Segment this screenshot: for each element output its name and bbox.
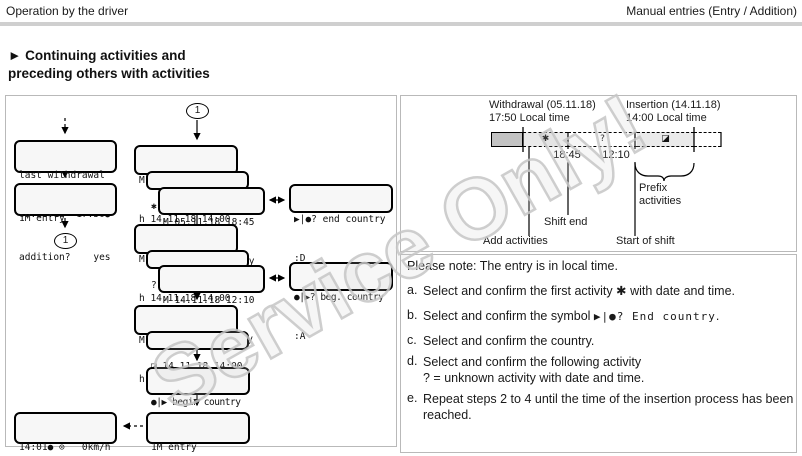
- bar-segment-unknown: ?: [568, 132, 637, 147]
- header-left: Operation by the driver: [6, 4, 129, 18]
- bar-segment-after-insertion: [694, 132, 721, 147]
- note-c-label: c.: [407, 333, 417, 347]
- insertion-label: Insertion (14.11.18) 14:00 Local time: [626, 99, 721, 124]
- section-heading-line1: Continuing activities and: [25, 48, 186, 63]
- notes-panel: Please note: The entry is in local time.…: [400, 254, 797, 453]
- timeline-panel: Withdrawal (05.11.18) 17:50 Local time I…: [400, 95, 797, 252]
- display-begin-country: ●|▶ begin country :D: [146, 367, 250, 447]
- display-entry-addition: 1M entry addition? yes: [14, 183, 117, 263]
- work-activity-icon: ✱: [616, 283, 627, 298]
- note-b-label: b.: [407, 308, 418, 322]
- add-activities-label: Add activities: [483, 235, 548, 247]
- display-end-country-prompt: M 05.11.18 18:45 ▶|●? end country: [158, 187, 265, 267]
- bar-segment-available: ◪: [637, 132, 694, 147]
- withdrawal-label: Withdrawal (05.11.18) 17:50 Local time: [489, 99, 596, 124]
- connector-circle-left: 1: [54, 233, 77, 249]
- display-side-end-country: ▶|●? end country :D: [289, 184, 393, 264]
- display-entry-confirm: 1M entry entry? yes: [146, 412, 250, 453]
- display-standard: 14:01● ⊙ 0km/h h▮ 123456.7km h: [14, 412, 117, 453]
- note-intro: Please note: The entry is in local time.: [407, 259, 618, 273]
- note-e-label: e.: [407, 391, 418, 405]
- unknown-activity-icon: ?: [600, 134, 605, 144]
- time-1210: 12:10: [602, 149, 630, 161]
- section-marker-icon: ►: [8, 48, 22, 63]
- flow-connectors: [61, 118, 286, 430]
- note-d-label: d.: [407, 354, 418, 368]
- prefix-activities-label: Prefix activities: [639, 182, 682, 207]
- time-1845: 18:45: [553, 149, 581, 161]
- display-available-1400: ◪ 14.11.18 14:00: [146, 331, 249, 372]
- note-d: Select and confirm the following activit…: [423, 355, 645, 385]
- shift-end-label: Shift end: [544, 216, 588, 228]
- note-b: Select and confirm the symbol ▶|●? End c…: [423, 309, 720, 323]
- note-a: Select and confirm the first activity ✱ …: [423, 283, 736, 298]
- note-a-label: a.: [407, 283, 418, 297]
- work-activity-icon: ✱: [541, 134, 550, 144]
- timeline-lines: [522, 127, 722, 236]
- available-activity-icon: ◪: [661, 134, 670, 144]
- section-heading-line2: preceding others with activities: [8, 66, 210, 81]
- end-country-icon: ▶|●?: [593, 310, 633, 323]
- note-e: Repeat steps 2 to 4 until the time of th…: [423, 392, 794, 422]
- section-heading: ► Continuing activities and preceding ot…: [8, 47, 210, 83]
- header-divider: [0, 22, 802, 26]
- start-of-shift-label: Start of shift: [616, 235, 675, 247]
- display-side-beg-country: ●|▶? beg. country :A: [289, 262, 393, 342]
- bar-segment-work: ✱: [523, 132, 568, 147]
- flowchart-panel: 1 1 last withdrawal 05.11.18 17:50● 1M e…: [5, 95, 397, 453]
- prefix-activities-brace: [634, 162, 695, 182]
- note-c: Select and confirm the country.: [423, 334, 595, 348]
- header-right: Manual entries (Entry / Addition): [626, 4, 797, 18]
- connector-circle-top: 1: [186, 103, 209, 119]
- display-last-withdrawal: last withdrawal 05.11.18 17:50●: [14, 140, 117, 220]
- display-beg-country-prompt: M 14.11.18 12:10 ●|▶? beg. country: [158, 265, 265, 345]
